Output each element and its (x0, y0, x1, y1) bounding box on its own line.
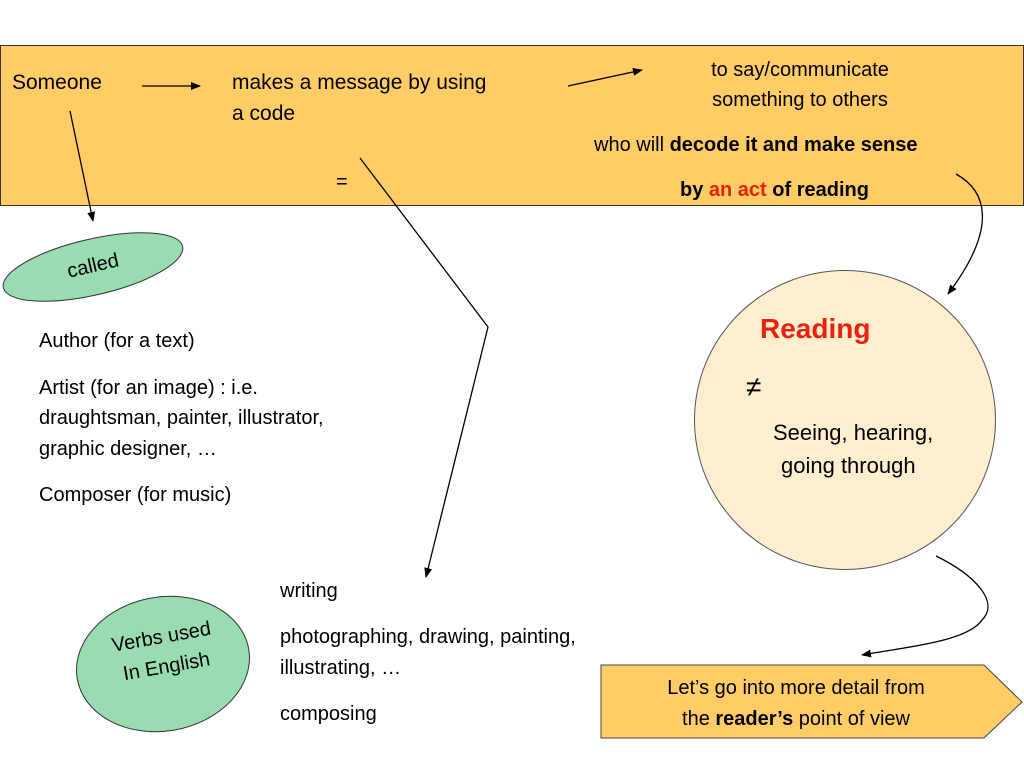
to-say-line-2: something to others (712, 89, 888, 111)
reader-box-line-1: Let’s go into more detail from (667, 677, 925, 699)
top-band (0, 45, 1024, 206)
arrow-reading-to-circle (947, 173, 984, 295)
reading-title: Reading (760, 313, 871, 344)
by-prefix: by (680, 179, 709, 201)
verb-composing: composing (280, 703, 377, 725)
makes-message-line-1: makes a message by using (232, 71, 487, 94)
called-ellipse (2, 232, 184, 302)
verb-visual-line-1: photographing, drawing, painting, (280, 626, 576, 648)
role-composer: Composer (for music) (39, 484, 232, 506)
verb-writing: writing (280, 580, 338, 602)
by-act-line: by an act of reading (680, 175, 869, 205)
reading-line-1: Seeing, hearing, (773, 420, 934, 445)
to-say-line-1: to say/communicate (711, 59, 889, 81)
verb-visual-line-2: illustrating, … (280, 657, 402, 679)
decode-phrase: decode it and make sense (669, 134, 918, 156)
reader-box-prefix: the (682, 708, 716, 730)
reader-box-line-2: the reader’s point of view (606, 704, 986, 734)
reader-box-bold: reader’s (715, 708, 794, 730)
equals-sign: = (336, 171, 348, 193)
arrow-code-to-verbs (359, 157, 489, 578)
someone-label: Someone (12, 71, 102, 94)
makes-message-line-2: a code (232, 102, 296, 125)
reading-line-2: going through (781, 453, 916, 478)
role-artist-line-3: graphic designer, … (39, 438, 217, 460)
arrow-circle-to-reader-box (861, 555, 989, 658)
role-artist-line-2: draughtsman, painter, illustrator, (39, 407, 324, 429)
role-author: Author (for a text) (39, 330, 195, 352)
reader-arrow-box (600, 664, 1023, 739)
reading-circle (694, 270, 996, 570)
of-reading-phrase: of reading (766, 179, 869, 201)
arrow-message-to-say (567, 67, 643, 87)
arrow-someone-to-called (69, 110, 96, 222)
verbs-ellipse (76, 595, 250, 733)
not-equal-sign: ≠ (746, 371, 762, 402)
reader-box-suffix: point of view (793, 708, 910, 730)
an-act-phrase: an act (708, 179, 767, 201)
role-artist-line-1: Artist (for an image) : i.e. (39, 377, 258, 399)
who-will-line: who will decode it and make sense (594, 130, 917, 160)
who-will-prefix: who will (594, 134, 670, 156)
